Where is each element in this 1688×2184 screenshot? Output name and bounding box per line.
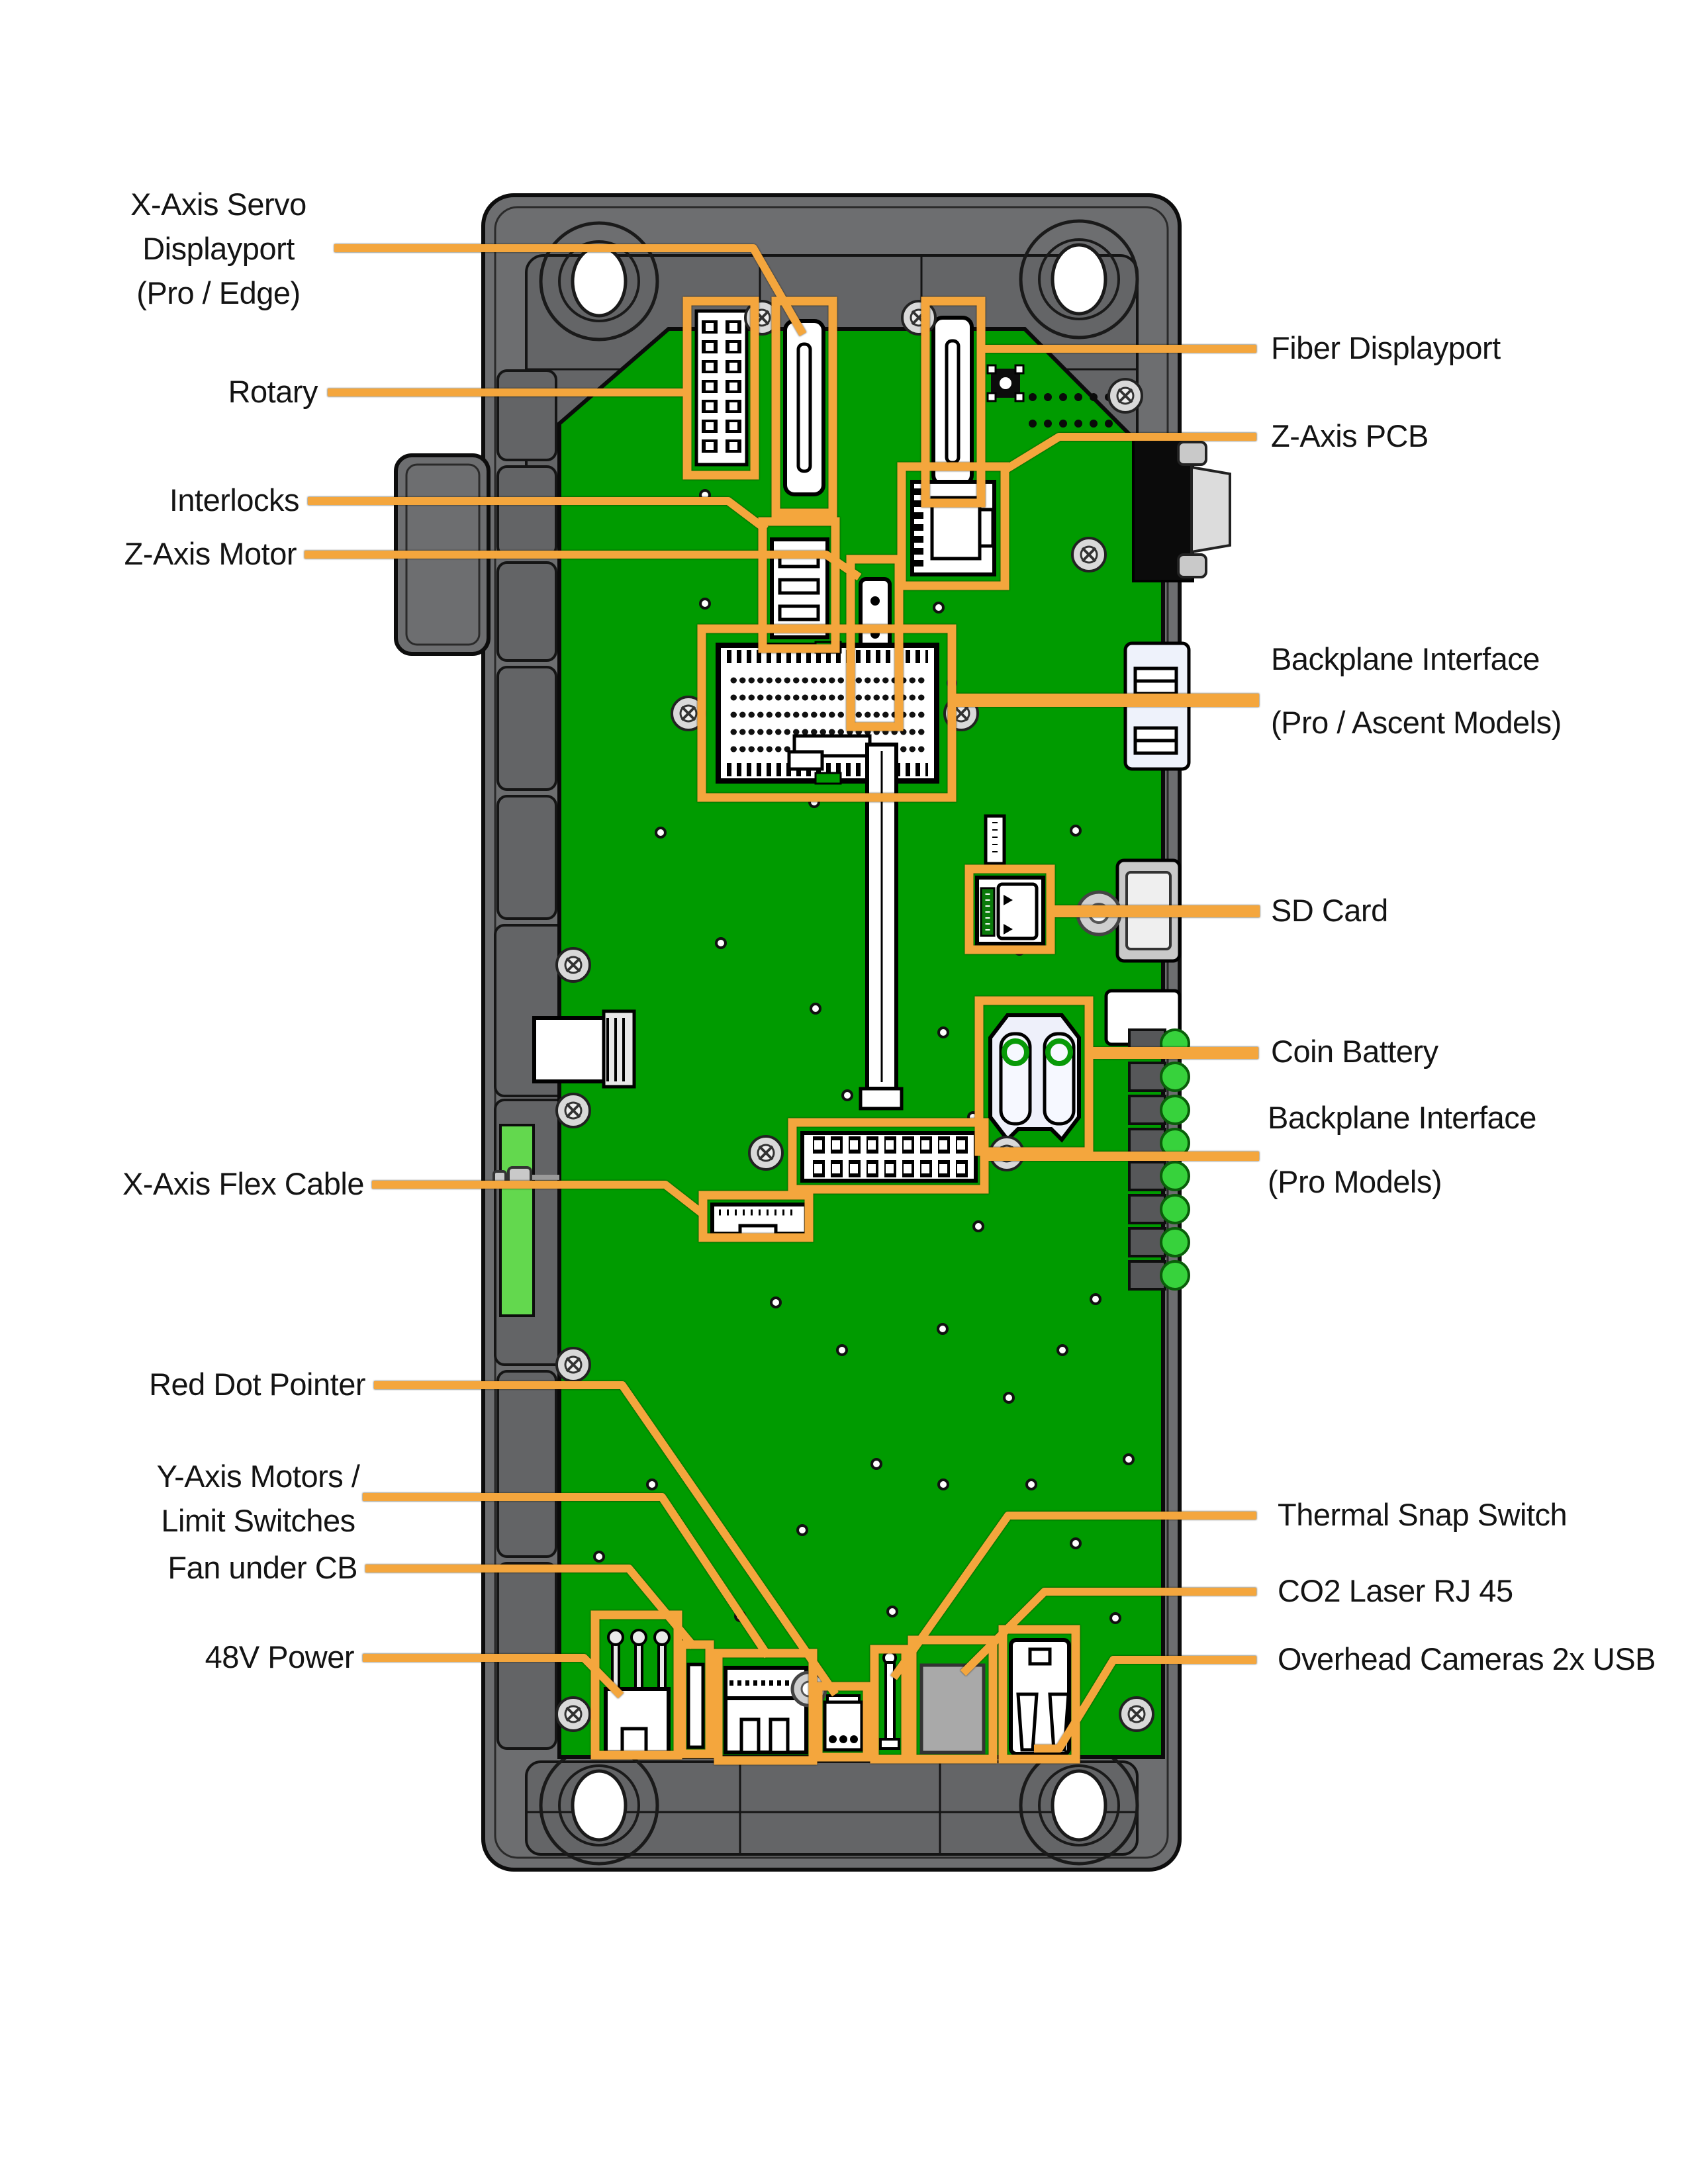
sd-card-slot (975, 876, 1045, 946)
label-x-axis-servo-line2: Displayport (142, 231, 295, 266)
co2-laser-rj45-jack (919, 1663, 986, 1754)
leader-backplane-pro-models (986, 1152, 1259, 1161)
highlight-thermal-snap-switch (870, 1645, 910, 1764)
power-48v-connector (604, 1629, 671, 1754)
leader-z-axis-pcb (1000, 433, 1256, 475)
mount-boss-top-left (541, 223, 657, 340)
highlight-backplane-pro-ascent (697, 624, 957, 802)
highlight-co2-laser-rj45 (908, 1635, 998, 1764)
rotary-header-connector (694, 309, 749, 467)
leader-48v-power (363, 1654, 624, 1699)
leader-fan-under-cb (365, 1565, 697, 1649)
label-x-axis-flex-cable: X-Axis Flex Cable (122, 1166, 364, 1201)
highlight-z-axis-pcb (897, 462, 1009, 590)
thermal-snap-switch-part (879, 1651, 900, 1750)
backplane-pro-models-connector (800, 1131, 978, 1183)
leader-backplane-pro-ascent (952, 694, 1259, 707)
leader-sd-card (1051, 905, 1260, 917)
label-y-axis-motors-line2: Limit Switches (161, 1503, 355, 1538)
highlight-overhead-cameras (998, 1625, 1080, 1764)
highlight-x-axis-servo-displayport (771, 296, 837, 518)
highlight-fiber-displayport (921, 296, 986, 508)
label-backplane-pro-models-line1: Backplane Interface (1268, 1100, 1536, 1135)
label-fan-under-cb: Fan under CB (167, 1550, 357, 1585)
leader-interlocks (308, 497, 769, 533)
board-to-board-connector (984, 814, 1006, 866)
label-backplane-pro-ascent-line1: Backplane Interface (1271, 641, 1540, 676)
backplane-pro-ascent-connector (716, 641, 939, 785)
label-red-dot-pointer: Red Dot Pointer (149, 1367, 365, 1402)
label-backplane-pro-models-line2: (Pro Models) (1268, 1164, 1442, 1199)
label-fiber-displayport: Fiber Displayport (1271, 330, 1501, 365)
label-z-axis-motor: Z-Axis Motor (124, 536, 297, 571)
leader-coin-battery (1089, 1047, 1258, 1059)
leader-overhead-cameras (1034, 1656, 1256, 1752)
label-backplane-pro-ascent-line2: (Pro / Ascent Models) (1271, 705, 1562, 740)
so-dimm-slot (787, 734, 904, 1111)
highlight-red-dot-pointer (814, 1682, 872, 1762)
leader-thermal-snap-switch (890, 1512, 1256, 1680)
label-48v-power: 48V Power (205, 1639, 354, 1674)
overhead-cameras-usb-ports (1009, 1638, 1071, 1756)
highlight-backplane-pro-models (788, 1118, 989, 1194)
coin-battery-holder (988, 1013, 1081, 1143)
leader-y-axis-motors (363, 1493, 771, 1659)
labels: X-Axis Servo Displayport (Pro / Edge) Ro… (122, 187, 1656, 1676)
callout-graphics (305, 244, 1260, 1765)
label-z-axis-pcb: Z-Axis PCB (1271, 418, 1429, 453)
highlight-rotary (682, 296, 759, 480)
db9-connector (1132, 437, 1231, 582)
tact-switch (986, 364, 1025, 402)
label-overhead-cameras: Overhead Cameras 2x USB (1278, 1641, 1656, 1676)
leader-co2-laser-rj45 (960, 1588, 1256, 1676)
label-interlocks: Interlocks (169, 482, 299, 518)
mount-boss-top-right (1021, 221, 1137, 338)
leader-x-axis-servo-displayport (334, 244, 807, 336)
highlight-interlocks (758, 517, 840, 653)
label-co2-laser-rj45: CO2 Laser RJ 45 (1278, 1573, 1513, 1608)
leader-x-axis-flex-cable (372, 1181, 707, 1218)
red-dot-pointer-connector (823, 1694, 864, 1752)
left-flex-cable-connector (532, 1009, 636, 1089)
label-y-axis-motors-line1: Y-Axis Motors / (157, 1459, 361, 1494)
fan-connector (686, 1662, 705, 1749)
flex-window-panel (499, 1124, 535, 1317)
leader-z-axis-motor (305, 551, 862, 580)
label-x-axis-servo-line1: X-Axis Servo (130, 187, 306, 222)
x-axis-servo-displayport-connector (783, 319, 825, 496)
label-sd-card: SD Card (1271, 893, 1388, 928)
mount-boss-bottom-left (541, 1747, 657, 1864)
mount-boss-bottom-right (1021, 1747, 1137, 1864)
fiber-displayport-connector (931, 316, 974, 486)
label-x-axis-servo-line3: (Pro / Edge) (136, 275, 300, 310)
leader-red-dot-pointer (374, 1381, 839, 1697)
label-rotary: Rotary (228, 374, 318, 409)
label-thermal-snap-switch: Thermal Snap Switch (1278, 1497, 1567, 1532)
highlight-z-axis-motor (846, 555, 904, 731)
label-coin-battery: Coin Battery (1271, 1034, 1439, 1069)
